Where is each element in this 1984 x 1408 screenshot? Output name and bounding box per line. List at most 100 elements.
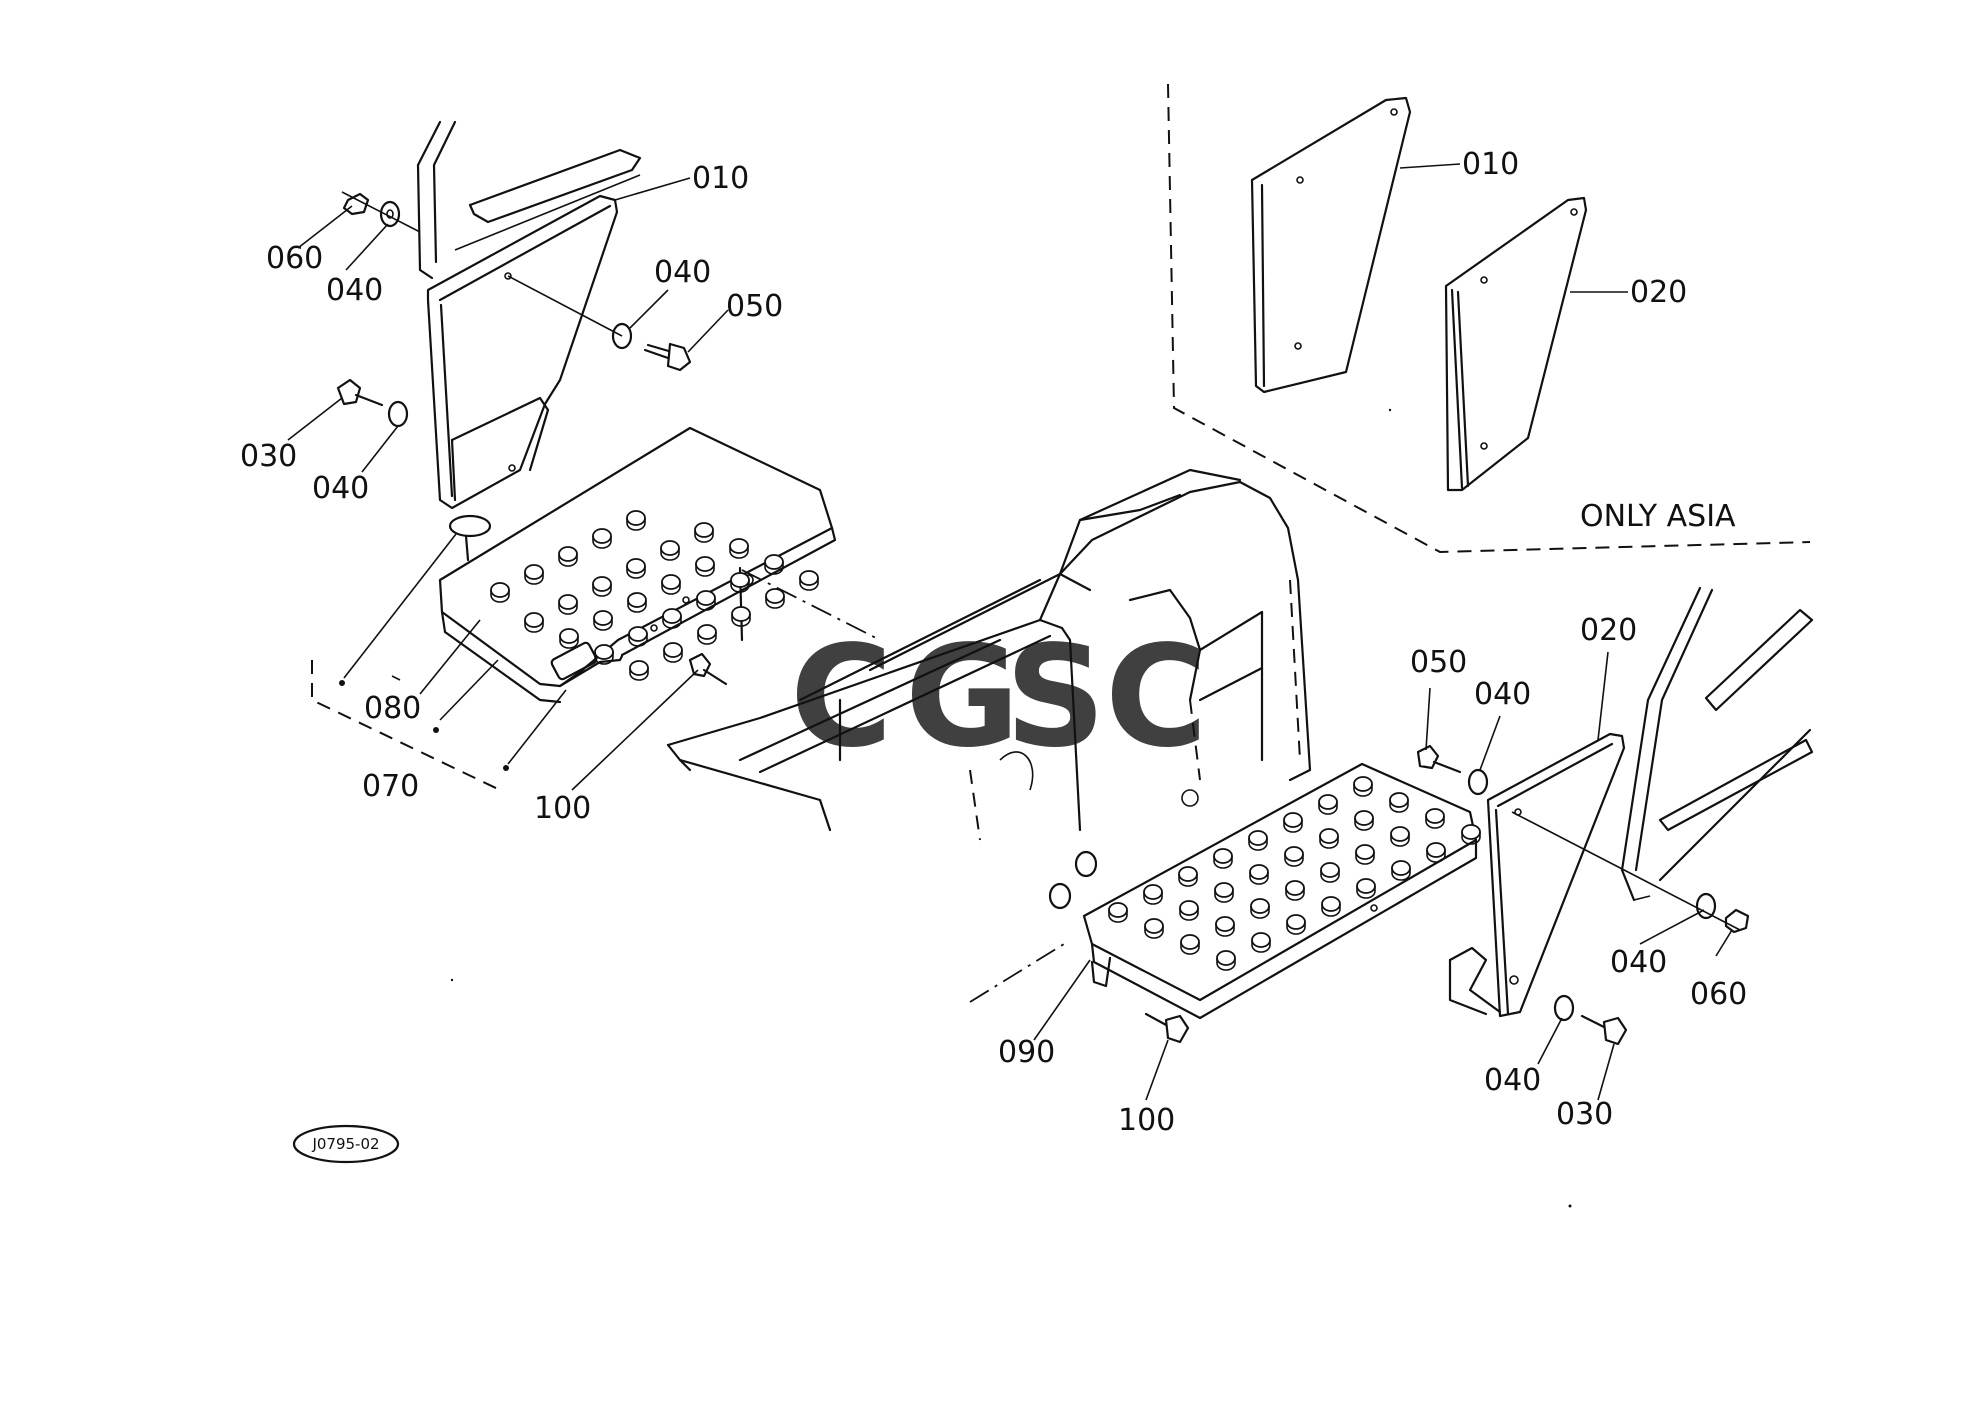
tread-stud xyxy=(558,594,578,610)
label-left-070: 070 xyxy=(362,769,419,804)
label-left-080: 080 xyxy=(364,691,421,726)
tread-stud xyxy=(1355,844,1375,860)
tread-stud xyxy=(1390,826,1410,842)
label-only-asia: ONLY ASIA xyxy=(1580,499,1736,534)
right-fender-outline xyxy=(1620,586,1814,902)
tread-stud xyxy=(1180,934,1200,950)
assembly-bracket-dash xyxy=(311,660,501,791)
left-step-plate xyxy=(438,426,837,704)
tread-stud xyxy=(1248,830,1268,846)
tread-stud xyxy=(1318,794,1338,810)
watermark-letter-g: G xyxy=(905,616,1020,779)
tread-stud xyxy=(1391,860,1411,876)
tread-stud xyxy=(1144,918,1164,934)
watermark-letter-c1: C xyxy=(790,616,893,779)
tread-stud xyxy=(629,660,649,676)
label-right-040b: 040 xyxy=(1610,945,1667,980)
tread-stud xyxy=(1356,878,1376,894)
label-inset-020: 020 xyxy=(1630,275,1687,310)
tread-stud xyxy=(764,554,784,570)
right-step-plate xyxy=(1082,762,1481,1020)
drawing-code: J0795-02 xyxy=(311,1135,379,1153)
label-right-020: 020 xyxy=(1580,613,1637,648)
tread-stud xyxy=(524,612,544,628)
tread-stud xyxy=(1354,810,1374,826)
label-right-100: 100 xyxy=(1118,1103,1175,1138)
tread-stud xyxy=(1283,812,1303,828)
tread-stud xyxy=(1353,776,1373,792)
tread-stud xyxy=(1285,880,1305,896)
tractor-body xyxy=(666,468,1312,841)
tread-stud xyxy=(695,556,715,572)
tread-stud xyxy=(1179,900,1199,916)
tread-stud xyxy=(558,546,578,562)
label-left-050: 050 xyxy=(726,289,783,324)
tread-stud xyxy=(696,590,716,606)
tread-stud xyxy=(1425,808,1445,824)
tread-stud xyxy=(628,626,648,642)
tread-stud xyxy=(1249,864,1269,880)
tread-stud xyxy=(1286,914,1306,930)
label-left-040c: 040 xyxy=(312,471,369,506)
tread-stud xyxy=(1320,862,1340,878)
tread-stud xyxy=(627,592,647,608)
tread-stud xyxy=(1143,884,1163,900)
tread-stud xyxy=(1213,848,1233,864)
watermark: C G S C xyxy=(790,616,1208,779)
label-right-040c: 040 xyxy=(1484,1063,1541,1098)
tread-stud xyxy=(1461,824,1481,840)
tread-stud xyxy=(660,540,680,556)
tread-stud xyxy=(594,644,614,660)
label-right-030: 030 xyxy=(1556,1097,1613,1132)
tread-stud xyxy=(1214,882,1234,898)
tread-stud xyxy=(1389,792,1409,808)
tread-stud xyxy=(1215,916,1235,932)
drawing-code-stamp: J0795-02 xyxy=(292,1124,400,1164)
watermark-letter-s: S xyxy=(1005,616,1106,779)
step-treads xyxy=(1108,776,1481,971)
tread-stud xyxy=(1216,950,1236,966)
watermark-letter-c2: C xyxy=(1105,616,1208,779)
tread-stud xyxy=(593,610,613,626)
tread-stud xyxy=(694,522,714,538)
tread-stud xyxy=(559,628,579,644)
tread-stud xyxy=(490,582,510,598)
tread-stud xyxy=(524,564,544,580)
step-treads xyxy=(490,510,819,681)
right-step-bracket xyxy=(1448,732,1626,1018)
tread-stud xyxy=(626,510,646,526)
tread-stud xyxy=(1251,932,1271,948)
tread-stud xyxy=(592,528,612,544)
tread-stud xyxy=(730,572,750,588)
label-right-090: 090 xyxy=(998,1035,1055,1070)
left-fender-outline xyxy=(416,120,642,280)
label-left-040b: 040 xyxy=(654,255,711,290)
label-left-040a: 040 xyxy=(326,273,383,308)
tread-stud xyxy=(765,588,785,604)
label-left-010: 010 xyxy=(692,161,749,196)
rivet-080 xyxy=(448,514,492,562)
leader-lines xyxy=(287,163,1741,1101)
label-left-060: 060 xyxy=(266,241,323,276)
label-right-060: 060 xyxy=(1690,977,1747,1012)
label-left-030: 030 xyxy=(240,439,297,474)
tread-stud xyxy=(1250,898,1270,914)
label-left-100: 100 xyxy=(534,791,591,826)
tread-stud xyxy=(729,538,749,554)
tread-stud xyxy=(592,576,612,592)
tread-stud xyxy=(1321,896,1341,912)
tread-stud xyxy=(626,558,646,574)
inset-region xyxy=(1167,83,1811,554)
tread-stud xyxy=(1178,866,1198,882)
left-step-bracket xyxy=(426,194,619,510)
label-inset-010: 010 xyxy=(1462,147,1519,182)
tread-stud xyxy=(731,606,751,622)
label-right-050: 050 xyxy=(1410,645,1467,680)
label-right-040a: 040 xyxy=(1474,677,1531,712)
tread-stud xyxy=(799,570,819,586)
tread-stud xyxy=(1108,902,1128,918)
tread-stud xyxy=(1284,846,1304,862)
tread-stud xyxy=(662,608,682,624)
tread-stud xyxy=(697,624,717,640)
